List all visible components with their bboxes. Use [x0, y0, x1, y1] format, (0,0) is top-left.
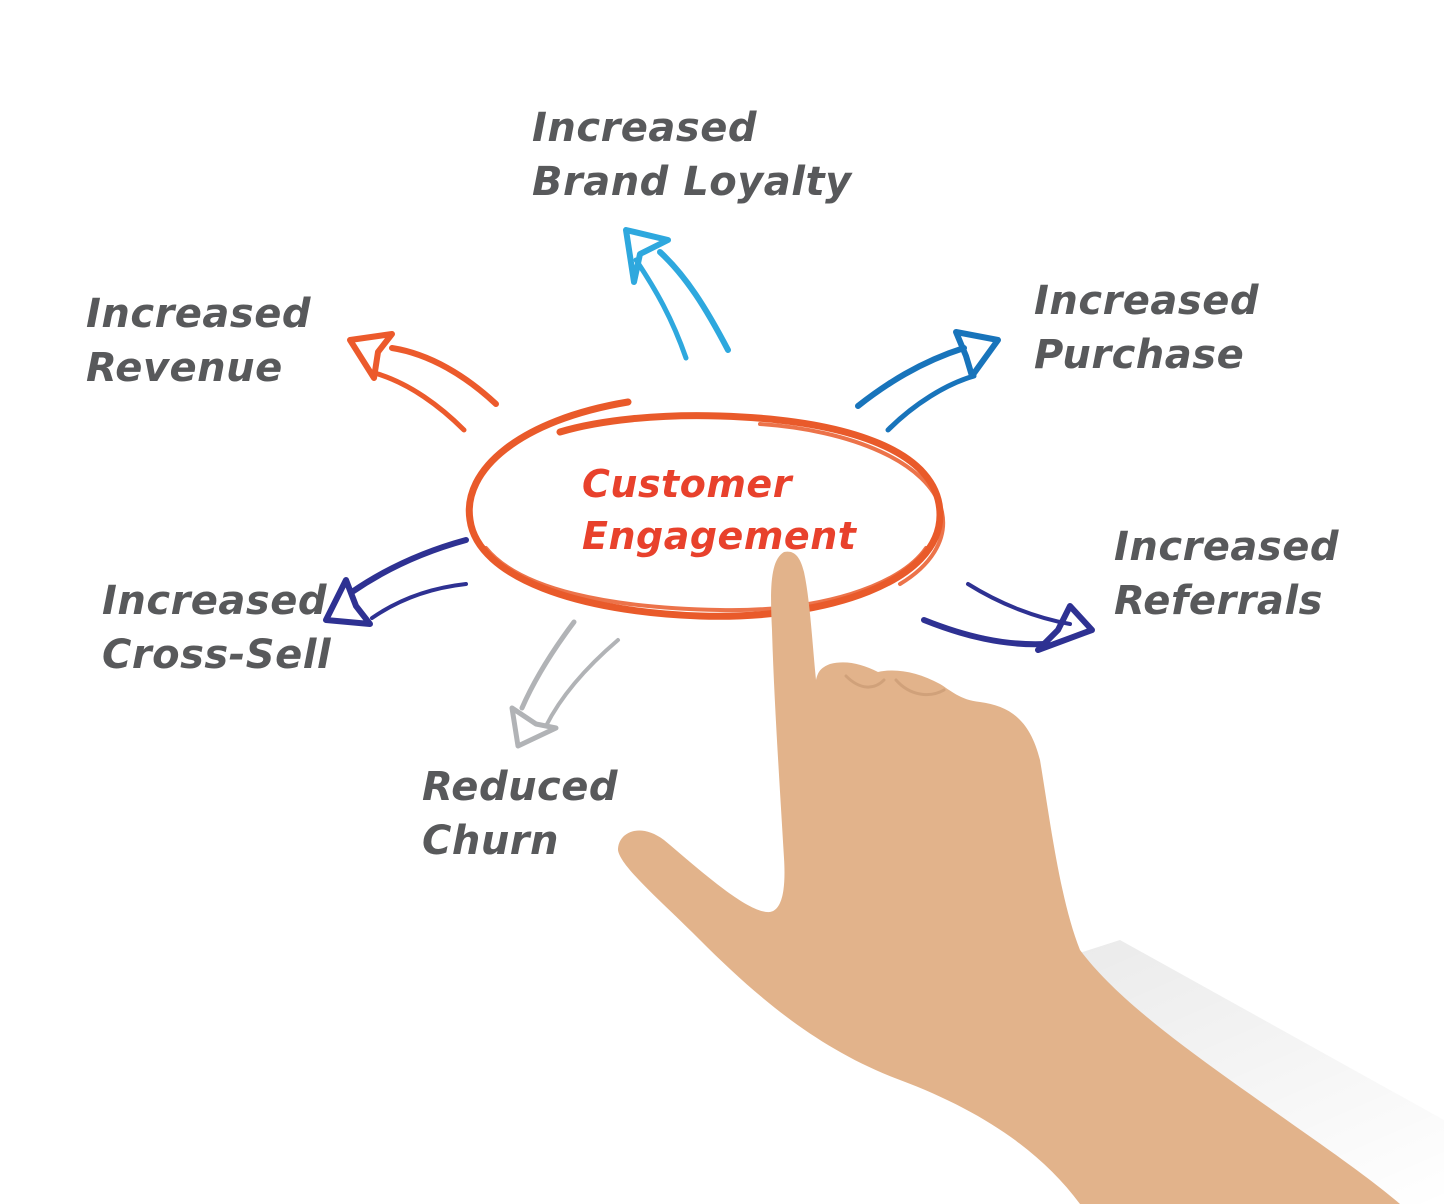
- outcome-label-brand-loyalty: Increased Brand Loyalty: [532, 101, 852, 209]
- arrow-revenue: [347, 331, 499, 433]
- center-ring-stroke-main: [465, 398, 944, 620]
- outcome-label-line2: Brand Loyalty: [532, 159, 852, 205]
- center-ring-stroke-outer: [758, 422, 946, 586]
- outcome-label-purchase: Increased Purchase: [1034, 274, 1259, 382]
- outcome-label-cross-sell: Increased Cross-Sell: [102, 574, 331, 682]
- outcome-label-line1: Increased: [86, 291, 311, 337]
- outcome-label-line1: Reduced: [422, 764, 619, 810]
- outcome-label-referrals: Increased Referrals: [1114, 520, 1339, 628]
- arrow-referrals: [921, 582, 1095, 653]
- outcome-label-churn: Reduced Churn: [422, 760, 618, 868]
- center-ring: [465, 398, 946, 620]
- center-label-line1: Customer: [582, 462, 792, 506]
- outcome-label-line2: Referrals: [1114, 578, 1323, 624]
- outcome-label-revenue: Increased Revenue: [86, 287, 311, 395]
- center-ring-stroke-inner: [484, 546, 928, 613]
- arrow-cross-sell: [323, 537, 469, 627]
- arrow-purchase: [855, 329, 1001, 433]
- outcome-label-line1: Increased: [532, 105, 757, 151]
- outcome-label-line2: Purchase: [1034, 332, 1245, 378]
- outcome-label-line1: Increased: [102, 578, 327, 624]
- outcome-label-line2: Churn: [422, 818, 560, 864]
- outcome-label-line1: Increased: [1034, 278, 1259, 324]
- outcome-label-line1: Increased: [1114, 524, 1339, 570]
- outcome-label-line2: Revenue: [86, 345, 283, 391]
- outcome-label-line2: Cross-Sell: [102, 632, 332, 678]
- arrow-brand-loyalty: [623, 227, 731, 361]
- center-label-line2: Engagement: [582, 514, 857, 558]
- pointing-hand: [618, 551, 1400, 1204]
- center-label: Customer Engagement: [582, 458, 856, 562]
- arrow-churn: [509, 619, 620, 749]
- hand-knuckle-lines: [844, 674, 946, 697]
